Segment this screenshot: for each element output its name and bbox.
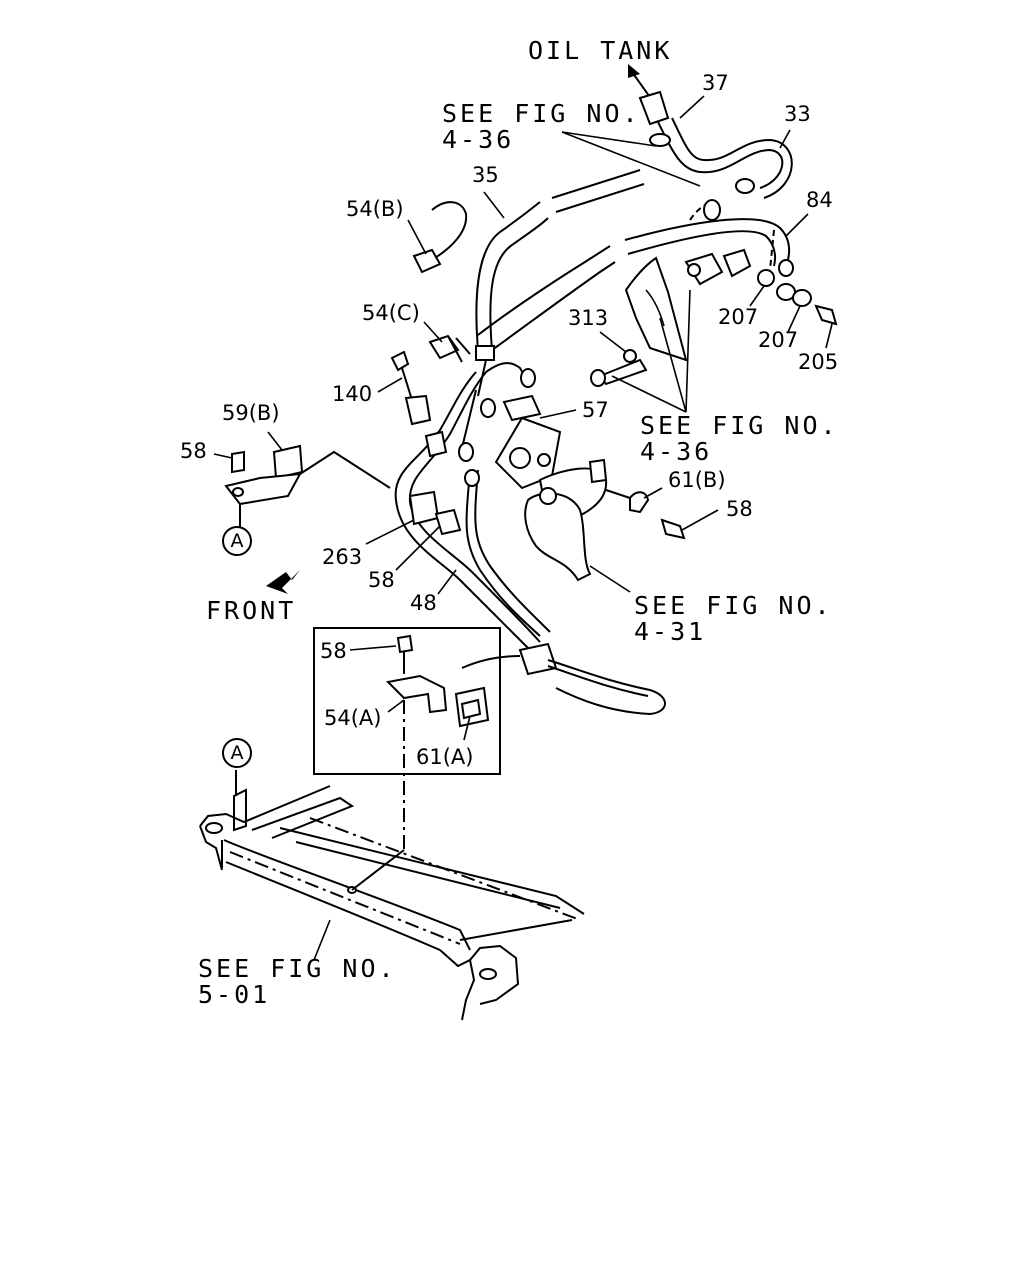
part-58-mid-label: 58 [368,568,395,592]
see-fig-436-top-line1: SEE FIG NO. [442,99,641,128]
part-57-label: 57 [582,398,609,422]
reference-a-bottom: A [222,738,252,768]
reference-a-top: A [222,526,252,556]
part-35-label: 35 [472,163,499,187]
part-54a-label: 54(A) [324,706,382,730]
part-140-label: 140 [332,382,373,406]
pump-bracket [590,256,688,387]
see-fig-431-line1: SEE FIG NO. [634,591,833,620]
part-84-label: 84 [806,188,833,212]
see-fig-436-top-line2: 4-36 [442,125,515,154]
return-hose-33 [638,90,793,199]
inset-box [313,627,501,850]
sensor-140 [390,350,432,426]
see-fig-436-mid-line1: SEE FIG NO. [640,411,839,440]
steering-gear-box [494,394,608,582]
front-label: FRONT [206,596,297,625]
part-205-label: 205 [798,350,839,374]
pipe-48 [394,359,551,651]
part-37-label: 37 [702,71,729,95]
part-263-label: 263 [322,545,363,569]
part-58-inset-label: 58 [320,639,347,663]
part-61a-label: 61(A) [416,745,474,769]
see-fig-501-line2: 5-01 [198,980,271,1009]
clamp-263 [408,430,462,536]
part-48-label: 48 [410,591,437,615]
part-54b-label: 54(B) [346,197,404,221]
part-61b-label: 61(B) [668,468,726,492]
see-fig-501-line1: SEE FIG NO. [198,954,397,983]
bracket-59b [224,444,391,528]
part-58-right-label: 58 [726,497,753,521]
see-fig-431-line2: 4-31 [634,617,707,646]
clamp-61b [605,489,686,540]
part-207a-label: 207 [718,305,759,329]
clip-54c [428,334,471,363]
part-54c-label: 54(C) [362,301,420,325]
clip-54b [412,201,468,274]
hose-84 [624,199,794,277]
pump-fittings [684,248,838,326]
front-arrow [266,570,300,594]
part-33-label: 33 [784,102,811,126]
hose-35 [475,169,645,361]
see-fig-436-mid-line2: 4-36 [640,437,713,466]
part-58-left-label: 58 [180,439,207,463]
clamp-assembly [461,642,666,716]
part-207b-label: 207 [758,328,799,352]
leader-lines [213,95,833,961]
frame-crossmember [199,770,585,1021]
oil-tank-label: OIL TANK [528,36,673,65]
part-313-label: 313 [568,306,609,330]
part-59b-label: 59(B) [222,401,280,425]
